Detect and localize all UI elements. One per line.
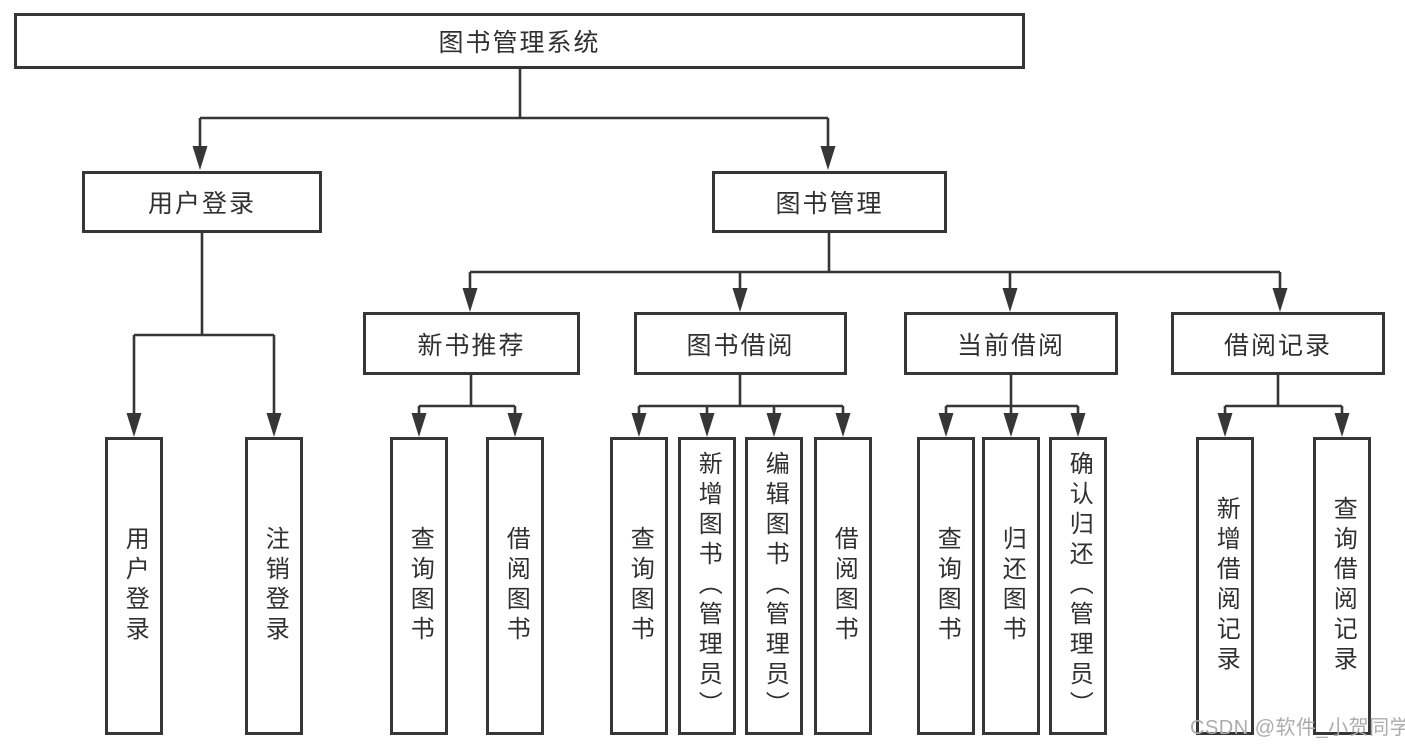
node-library-management-system: 图书管理系统	[14, 13, 1025, 69]
connector-borrow-to-leaves	[637, 375, 845, 416]
arrowhead	[938, 413, 954, 437]
arrowhead	[1003, 413, 1019, 437]
leaf-user-login: 用户登录	[105, 437, 163, 735]
node-new-book-recommendation: 新书推荐	[363, 312, 580, 375]
node-borrowing-records: 借阅记录	[1171, 312, 1385, 375]
arrowhead	[1002, 288, 1018, 312]
leaf-return-books: 归还图书	[982, 437, 1040, 735]
leaf-edit-books-admin: 编辑图书（管理员）	[745, 437, 803, 735]
leaf-add-books-admin: 新增图书（管理员）	[678, 437, 736, 735]
connector-bookmgmt-to-level3	[468, 233, 1282, 292]
connector-userlogin-to-leaves	[132, 233, 276, 416]
arrowhead	[835, 413, 851, 437]
node-book-borrowing: 图书借阅	[634, 312, 847, 375]
leaf-query-books: 查询图书	[390, 437, 448, 735]
arrowhead	[411, 413, 427, 437]
connector-records-to-leaves	[1223, 375, 1344, 416]
leaf-borrow-books: 借阅图书	[814, 437, 872, 735]
arrowhead	[631, 413, 647, 437]
connector-current-to-leaves	[944, 375, 1080, 416]
arrowhead	[1334, 413, 1350, 437]
leaf-query-books: 查询图书	[917, 437, 975, 735]
node-current-borrowing: 当前借阅	[904, 312, 1118, 375]
leaf-add-borrow-record: 新增借阅记录	[1196, 437, 1254, 735]
leaf-query-books: 查询图书	[610, 437, 668, 735]
arrowhead	[507, 413, 523, 437]
leaf-query-borrow-record: 查询借阅记录	[1313, 437, 1371, 735]
arrowhead	[1272, 288, 1288, 312]
leaf-logout: 注销登录	[245, 437, 303, 735]
connector-newbook-to-leaves	[417, 375, 517, 416]
node-book-management: 图书管理	[712, 171, 947, 233]
arrowhead	[192, 146, 208, 170]
csdn-watermark: CSDN @软件_小贺同学	[1190, 717, 1405, 739]
arrowhead	[820, 146, 836, 170]
arrowhead	[266, 413, 282, 437]
arrowhead	[766, 413, 782, 437]
arrowhead	[1217, 413, 1233, 437]
connector-root-to-level2	[198, 69, 830, 150]
leaf-confirm-return-admin: 确认归还（管理员）	[1049, 437, 1107, 735]
node-user-login: 用户登录	[82, 171, 322, 233]
arrowhead	[732, 288, 748, 312]
arrowhead	[699, 413, 715, 437]
arrowhead	[1070, 413, 1086, 437]
arrowhead	[126, 413, 142, 437]
leaf-borrow-books: 借阅图书	[486, 437, 544, 735]
arrowhead	[462, 288, 478, 312]
